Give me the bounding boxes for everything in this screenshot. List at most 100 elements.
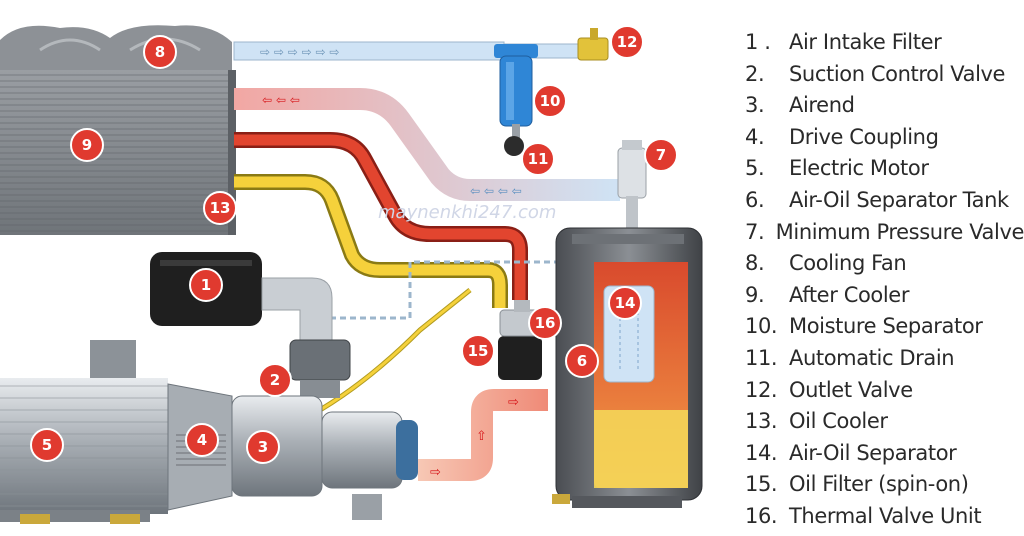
legend-label: Minimum Pressure Valve <box>775 219 1024 244</box>
badge-12: 12 <box>610 25 644 59</box>
badge-label: 15 <box>468 342 489 360</box>
badge-7: 7 <box>644 138 678 172</box>
legend-number: 10. <box>745 314 778 339</box>
badge-6: 6 <box>565 344 599 378</box>
badge-label: 4 <box>197 431 207 449</box>
legend-item: 4. Drive Coupling <box>745 125 1024 157</box>
svg-text:⇦ ⇦ ⇦ ⇦: ⇦ ⇦ ⇦ ⇦ <box>470 184 522 198</box>
legend-label: Cooling Fan <box>789 251 907 276</box>
legend-item: 2. Suction Control Valve <box>745 62 1024 94</box>
legend-item: 8. Cooling Fan <box>745 251 1024 283</box>
badge-13: 13 <box>203 191 237 225</box>
legend-number: 3. <box>745 93 765 118</box>
legend-item: 10. Moisture Separator <box>745 314 1024 346</box>
legend-label: Airend <box>789 93 855 118</box>
legend-label: Oil Filter (spin-on) <box>789 472 969 497</box>
svg-text:⇦ ⇦ ⇦: ⇦ ⇦ ⇦ <box>262 93 300 107</box>
badge-14: 14 <box>608 286 642 320</box>
badge-10: 10 <box>533 84 567 118</box>
legend-label: Air Intake Filter <box>789 30 942 54</box>
badge-label: 9 <box>82 136 92 154</box>
badge-2: 2 <box>258 363 292 397</box>
legend-label: Electric Motor <box>789 156 929 181</box>
badge-label: 16 <box>535 314 556 332</box>
legend-label: Outlet Valve <box>789 377 913 402</box>
legend-number: 2. <box>745 61 765 86</box>
badge-4: 4 <box>185 423 219 457</box>
badge-label: 11 <box>528 150 549 168</box>
legend-label: Thermal Valve Unit <box>789 503 982 528</box>
badge-label: 14 <box>615 294 636 312</box>
electric-motor <box>0 340 168 524</box>
legend-item: 9. After Cooler <box>745 283 1024 315</box>
legend-number: 9. <box>745 282 765 307</box>
legend-number: 1 . <box>745 30 771 54</box>
badge-label: 7 <box>656 146 666 164</box>
hot-oil-line <box>234 132 528 300</box>
badge-label: 6 <box>577 352 587 370</box>
hot-air-line: ⇦ ⇦ ⇦ ⇦ ⇦ ⇦ ⇦ <box>234 88 620 201</box>
watermark: maynenkhi247.com <box>378 202 556 223</box>
svg-text:⇨: ⇨ <box>430 465 441 480</box>
legend-item: 15. Oil Filter (spin-on) <box>745 472 1024 504</box>
suction-control-valve <box>289 339 351 398</box>
badge-label: 1 <box>201 276 211 294</box>
legend-item: 13.Oil Cooler <box>745 409 1024 441</box>
oil-filter <box>498 336 542 380</box>
legend-item: 12. Outlet Valve <box>745 378 1024 410</box>
legend-item: 11. Automatic Drain <box>745 346 1024 378</box>
component-legend: 1 . Air Intake Filter 2. Suction Control Va… <box>745 30 1024 536</box>
badge-5: 5 <box>30 428 64 462</box>
after-cooler <box>0 70 236 235</box>
svg-text:⇨ ⇨ ⇨ ⇨ ⇨ ⇨: ⇨ ⇨ ⇨ ⇨ ⇨ ⇨ <box>260 45 339 59</box>
badge-label: 8 <box>155 43 165 61</box>
badge-1: 1 <box>189 268 223 302</box>
legend-label: Air-Oil Separator <box>789 440 957 465</box>
badge-label: 10 <box>540 92 561 110</box>
legend-label: Drive Coupling <box>789 124 939 149</box>
legend-number: 14. <box>745 440 778 465</box>
legend-number: 11. <box>745 345 778 370</box>
intake-dashed-line <box>330 260 640 320</box>
badge-label: 5 <box>42 436 52 454</box>
discharge-line: ⇨ ⇧ ⇨ <box>418 389 548 481</box>
legend-number: 12. <box>745 377 778 402</box>
legend-item: 7. Minimum Pressure Valve <box>745 220 1024 252</box>
legend-item: 16. Thermal Valve Unit <box>745 504 1024 536</box>
legend-item: 14. Air-Oil Separator <box>745 441 1024 473</box>
badge-label: 12 <box>617 33 638 51</box>
legend-number: 15. <box>745 472 778 497</box>
legend-label: After Cooler <box>789 282 910 307</box>
legend-number: 8. <box>745 251 765 276</box>
minimum-pressure-valve <box>617 140 647 230</box>
svg-text:⇧: ⇧ <box>476 429 487 444</box>
legend-label: Air-Oil Separator Tank <box>789 187 1009 212</box>
automatic-drain <box>504 124 524 156</box>
badge-11: 11 <box>521 142 555 176</box>
legend-label: Automatic Drain <box>789 345 955 370</box>
badge-3: 3 <box>246 430 280 464</box>
legend-label: Moisture Separator <box>789 314 983 339</box>
legend-item: 1 . Air Intake Filter <box>745 30 1024 62</box>
legend-number: 7. <box>745 219 765 244</box>
legend-number: 4. <box>745 124 765 149</box>
badge-16: 16 <box>528 306 562 340</box>
legend-label: Suction Control Valve <box>789 61 1006 86</box>
warm-oil-line <box>234 174 508 413</box>
legend-number: 16. <box>745 503 778 528</box>
legend-number: 6. <box>745 187 765 212</box>
legend-item: 6. Air-Oil Separator Tank <box>745 188 1024 220</box>
legend-item: 3. Airend <box>745 93 1024 125</box>
svg-text:⇨: ⇨ <box>508 395 519 410</box>
badge-15: 15 <box>461 334 495 368</box>
badge-8: 8 <box>143 35 177 69</box>
badge-label: 13 <box>210 199 231 217</box>
legend-item: 5.Electric Motor <box>745 156 1024 188</box>
badge-9: 9 <box>70 128 104 162</box>
badge-label: 3 <box>258 438 268 456</box>
badge-label: 2 <box>270 371 280 389</box>
legend-label: Oil Cooler <box>789 409 888 434</box>
compressor-diagram: ⇨ ⇨ ⇨ ⇨ ⇨ ⇨ ⇦ ⇦ ⇦ ⇦ ⇦ ⇦ ⇦ <box>0 25 703 524</box>
moisture-separator <box>494 44 538 127</box>
